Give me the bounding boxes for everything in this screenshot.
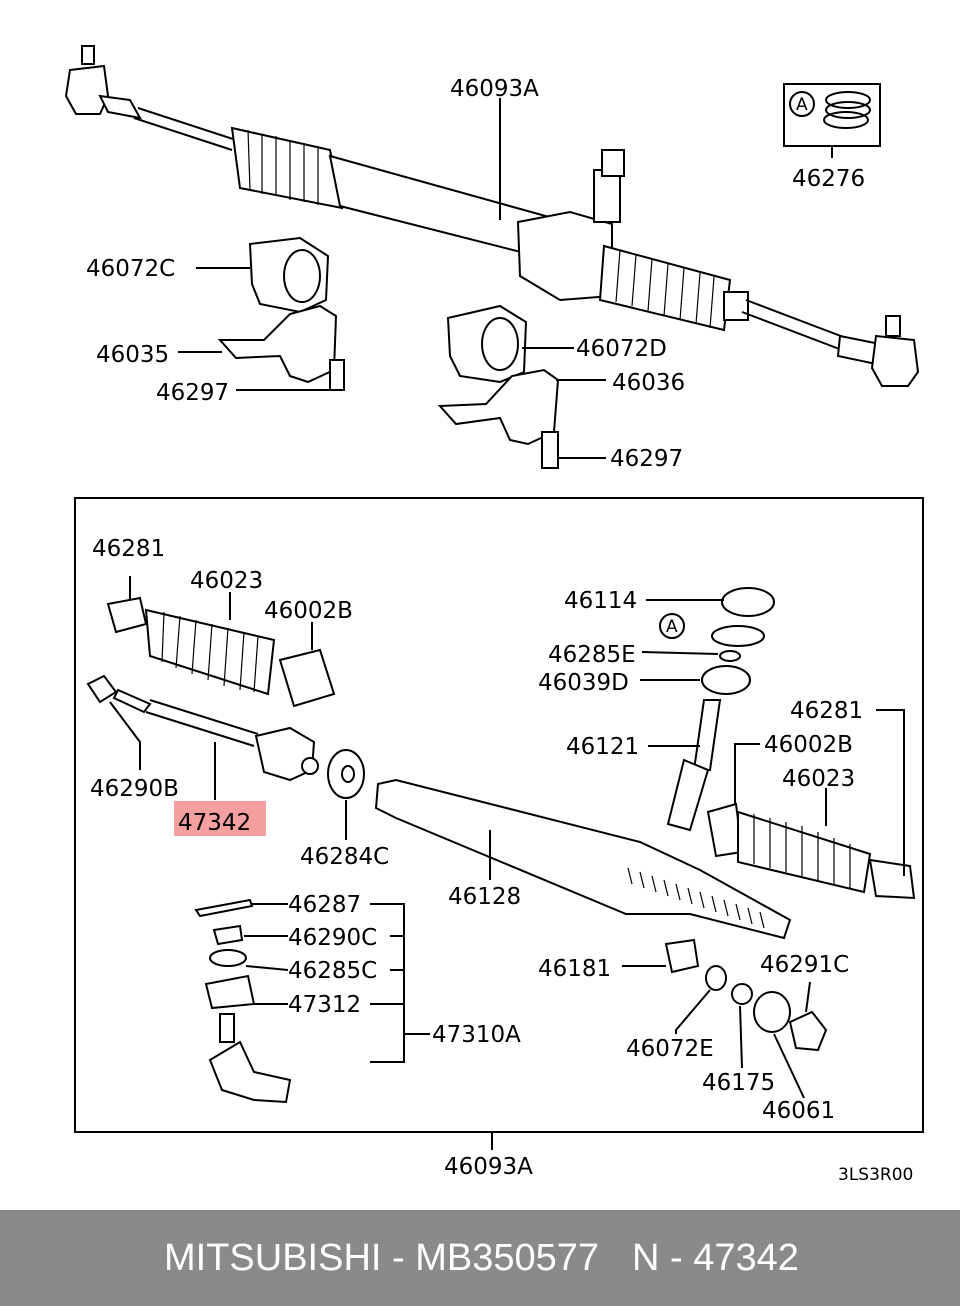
label-bushing-right: 46072D bbox=[576, 336, 667, 362]
label-cover: 46114 bbox=[564, 588, 637, 614]
pinion-group-drawing bbox=[640, 587, 775, 832]
label-rack: 46128 bbox=[448, 884, 521, 910]
pinion-housing-drawing bbox=[516, 149, 625, 302]
diagram-code: 3LS3R00 bbox=[838, 1165, 913, 1185]
label-boot-right: 46023 bbox=[782, 766, 855, 792]
label-spring: 46175 bbox=[702, 1070, 775, 1096]
label-bushing-left: 46072C bbox=[86, 256, 175, 282]
right-boot-group-drawing bbox=[706, 709, 916, 900]
label-cap-a: A bbox=[796, 95, 808, 115]
mount-left-drawing bbox=[178, 236, 345, 391]
label-bracket-right: 46036 bbox=[612, 370, 685, 396]
footer-bar: MITSUBISHI - MB350577 N - 47342 bbox=[0, 1210, 960, 1306]
mount-right-drawing bbox=[437, 304, 606, 469]
label-seal: 46039D bbox=[538, 670, 629, 696]
label-cap-a-mid: A bbox=[666, 617, 678, 637]
label-pinion: 46121 bbox=[566, 734, 639, 760]
label-plug: 46061 bbox=[762, 1098, 835, 1124]
label-bolt-left: 46297 bbox=[156, 380, 229, 406]
label-bottom-assembly: 46093A bbox=[444, 1154, 533, 1180]
label-bolt-right: 46297 bbox=[610, 446, 683, 472]
tie-rod-label-highlight bbox=[174, 801, 266, 836]
label-cotter: 46287 bbox=[288, 892, 361, 918]
washer-drawing bbox=[327, 749, 365, 840]
tie-rod-end-left-drawing bbox=[64, 45, 237, 151]
label-spring-seat: 46072E bbox=[626, 1036, 714, 1062]
rack-drawing bbox=[374, 778, 792, 940]
label-tie-rod: 47342 bbox=[178, 810, 251, 836]
tie-rod-drawing bbox=[86, 674, 319, 800]
boot-left-drawing bbox=[230, 126, 344, 210]
left-boot-group-drawing bbox=[106, 576, 336, 708]
label-bracket-left: 46035 bbox=[96, 342, 169, 368]
footer-brand-part: MITSUBISHI - MB350577 bbox=[164, 1237, 600, 1279]
tie-rod-end-group-drawing bbox=[194, 898, 430, 1104]
tie-rod-end-right-drawing bbox=[741, 299, 920, 387]
label-lock-nut: 46291C bbox=[760, 952, 849, 978]
label-boot-left: 46023 bbox=[190, 568, 263, 594]
label-seal-kit: 46276 bbox=[792, 166, 865, 192]
label-clamp-right: 46281 bbox=[790, 698, 863, 724]
rack-guide-group-drawing bbox=[622, 938, 828, 1099]
label-band-right: 46002B bbox=[764, 732, 853, 758]
label-band-left: 46002B bbox=[264, 598, 353, 624]
boot-right-drawing bbox=[598, 244, 749, 332]
label-washer: 46284C bbox=[300, 844, 389, 870]
label-lock-washer: 46285C bbox=[288, 958, 377, 984]
footer-ref: N - 47342 bbox=[632, 1237, 799, 1279]
label-top-assembly: 46093A bbox=[450, 76, 539, 102]
parts-diagram: 46093A A 46276 46072C 46035 46297 46072D… bbox=[64, 45, 924, 1185]
label-clamp-left: 46281 bbox=[92, 536, 165, 562]
label-castle-nut: 46290C bbox=[288, 925, 377, 951]
label-tie-rod-end: 47310A bbox=[432, 1022, 521, 1048]
seal-kit-box bbox=[783, 83, 881, 158]
top-steering-rack-drawing bbox=[64, 45, 920, 387]
label-dust-boot: 47312 bbox=[288, 992, 361, 1018]
detail-frame bbox=[74, 497, 924, 1133]
label-nut-left: 46290B bbox=[90, 776, 179, 802]
label-rack-guide: 46181 bbox=[538, 956, 611, 982]
label-ring: 46285E bbox=[548, 642, 636, 668]
